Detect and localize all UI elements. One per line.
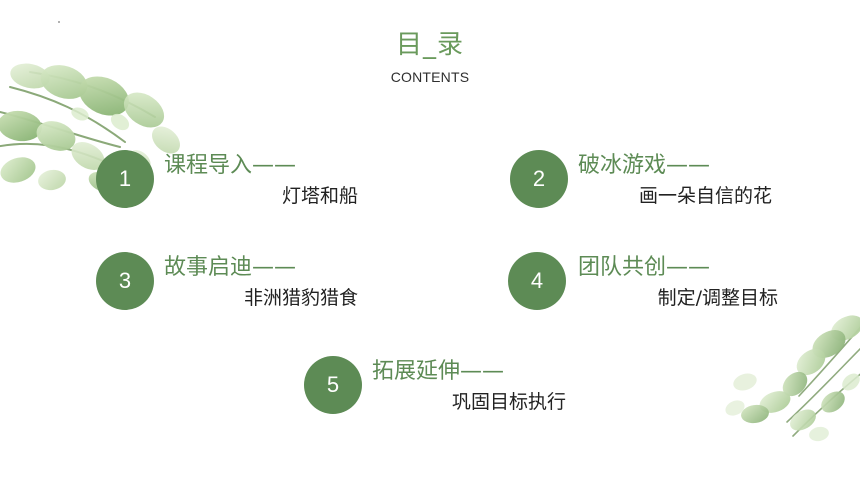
agenda-item-subtitle: 画一朵自信的花: [638, 185, 772, 207]
decorative-dot: [58, 21, 60, 23]
agenda-number-badge: 3: [96, 252, 154, 310]
agenda-item-3: 3 故事启迪—— 非洲猎豹猎食: [96, 248, 366, 314]
agenda-number-badge: 5: [304, 356, 362, 414]
agenda-item-subtitle: 制定/调整目标: [657, 287, 778, 309]
agenda-item-1: 1 课程导入—— 灯塔和船: [96, 146, 366, 212]
agenda-number-badge: 1: [96, 150, 154, 208]
agenda-item-subtitle: 非洲猎豹猎食: [243, 287, 358, 309]
page-title: 目_录: [395, 30, 464, 60]
agenda-number-badge: 2: [510, 150, 568, 208]
agenda-number-badge: 4: [508, 252, 566, 310]
agenda-item-title: 课程导入——: [164, 153, 297, 178]
agenda-item-title: 故事启迪——: [164, 255, 297, 280]
leaf-decoration-bottom-right-icon: [725, 315, 860, 442]
agenda-item-title: 拓展延伸——: [372, 359, 505, 384]
agenda-item-subtitle: 灯塔和船: [281, 185, 358, 207]
agenda-item-title: 团队共创——: [578, 255, 711, 280]
page-subtitle: CONTENTS: [390, 69, 470, 85]
agenda-item-2: 2 破冰游戏—— 画一朵自信的花: [510, 146, 780, 212]
agenda-item-subtitle: 巩固目标执行: [451, 391, 566, 413]
agenda-item-title: 破冰游戏——: [578, 153, 711, 178]
agenda-item-4: 4 团队共创—— 制定/调整目标: [508, 248, 788, 314]
agenda-item-5: 5 拓展延伸—— 巩固目标执行: [304, 352, 574, 418]
